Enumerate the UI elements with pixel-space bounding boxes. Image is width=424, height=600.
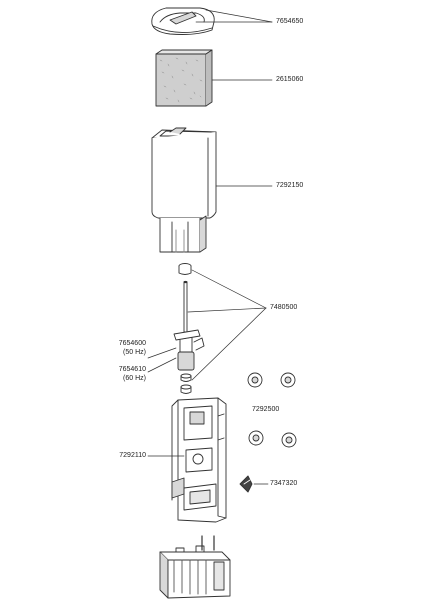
clip-part <box>239 475 253 493</box>
washer-part <box>180 384 192 394</box>
label-clip: 7347320 <box>270 480 298 487</box>
suction-cups-part <box>247 372 297 448</box>
motor-block-part <box>159 535 231 599</box>
filter-housing-part <box>151 127 217 253</box>
label-filter-housing: 7292150 <box>276 182 304 189</box>
label-cap: 7654650 <box>276 18 304 25</box>
label-motor-frame: 7292110 <box>119 452 146 459</box>
label-impeller-60-note: (60 Hz) <box>123 375 146 382</box>
impeller-part <box>173 329 205 382</box>
impeller-shaft-part <box>183 280 188 333</box>
label-impeller-shaft: 7480500 <box>270 304 298 311</box>
label-impeller-50-note: (50 Hz) <box>123 349 146 356</box>
label-impeller-50: 7654600 <box>118 340 146 347</box>
leader-lines <box>147 9 273 485</box>
label-sponge: 2615060 <box>276 76 304 83</box>
label-suction-cups: 7292500 <box>252 406 280 413</box>
label-impeller-60: 7654610 <box>118 366 146 373</box>
cap-part <box>151 7 215 35</box>
motor-frame-part <box>171 397 227 523</box>
sponge-part <box>155 49 213 107</box>
ring-part <box>178 263 192 275</box>
